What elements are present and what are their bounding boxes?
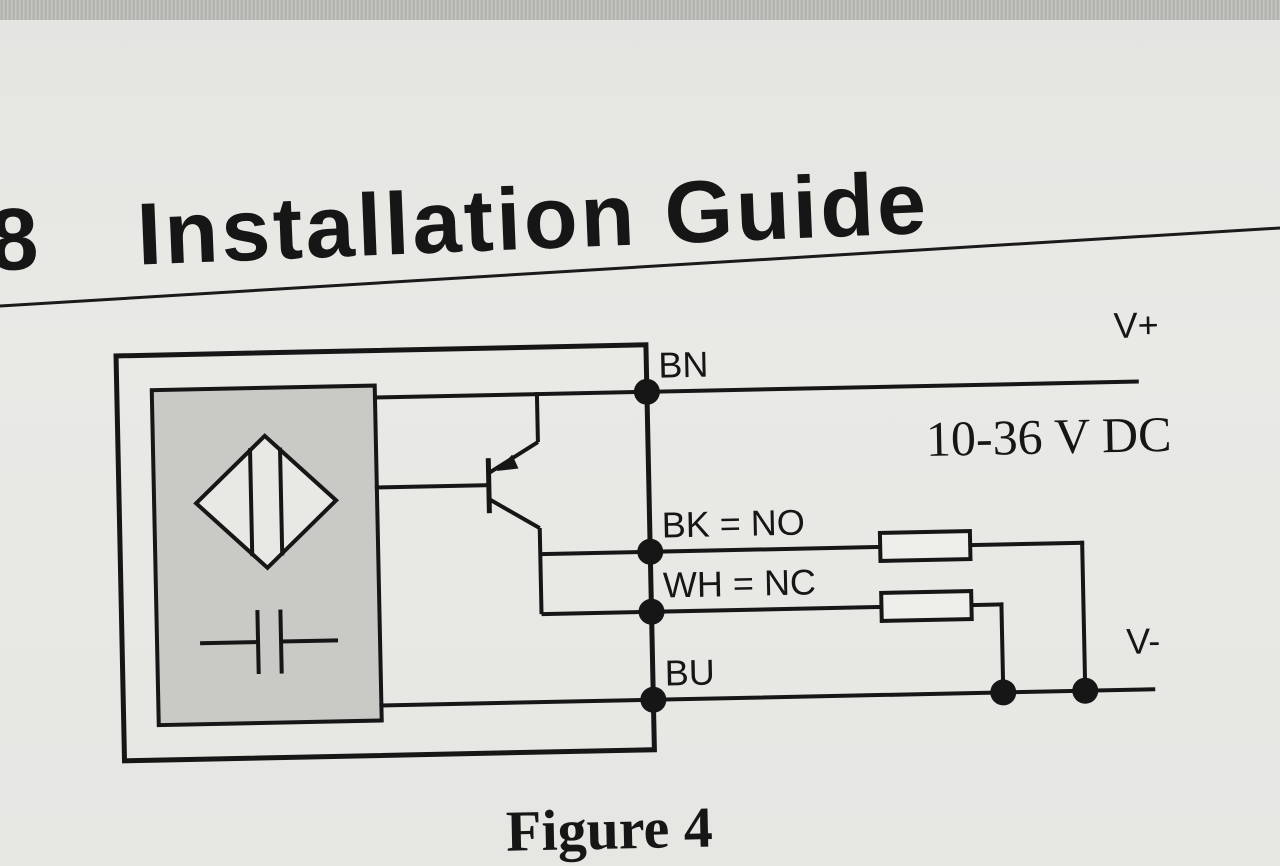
capacitor-symbol-icon <box>200 609 339 675</box>
resistor-load-icon <box>879 589 974 623</box>
section-title: Installation Guide <box>135 153 931 284</box>
resistor-load-icon <box>877 529 973 564</box>
figure-caption: Figure 4 <box>505 794 713 863</box>
junction-nodes <box>633 378 1099 713</box>
wire-label-wh: WH = NC <box>663 561 817 605</box>
wire-label-bn: BN <box>658 344 709 386</box>
internal-wiring <box>372 342 657 752</box>
junction-node <box>633 378 660 405</box>
junction-node <box>1072 677 1099 704</box>
proximity-sensor-symbol-icon <box>193 433 340 571</box>
junction-node <box>990 679 1017 706</box>
supply-voltage-label: 10-36 V DC <box>925 406 1172 467</box>
wire-label-bk: BK = NO <box>661 502 805 546</box>
junction-node <box>640 686 667 713</box>
section-number: 8 <box>0 189 40 290</box>
junction-node <box>637 538 664 565</box>
wire-label-bu: BU <box>664 651 715 693</box>
junction-node <box>638 598 665 625</box>
external-wiring <box>534 379 1156 702</box>
heading-rule <box>0 226 1280 308</box>
page-edge-strip <box>0 0 1280 20</box>
supply-negative-label: V- <box>1126 620 1161 662</box>
section-heading: 8 Installation Guide <box>0 153 931 290</box>
pnp-transistor-icon <box>485 394 652 617</box>
supply-positive-label: V+ <box>1113 304 1159 346</box>
wiring-diagram: BN BK = NO WH = NC BU V+ V- 10-36 V DC <box>113 304 1172 764</box>
